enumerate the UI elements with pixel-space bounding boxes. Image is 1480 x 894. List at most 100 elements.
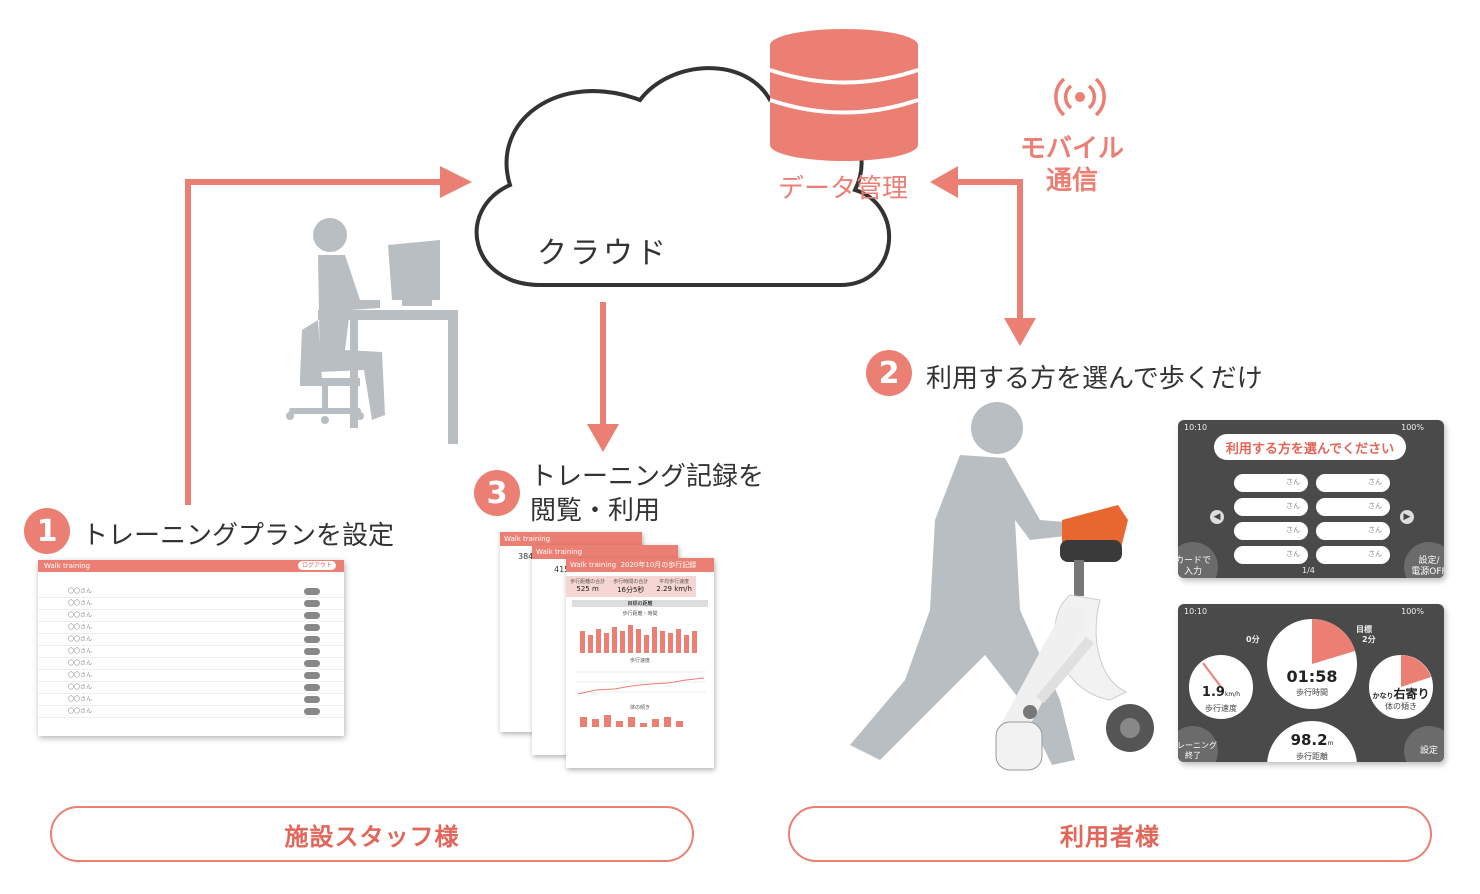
logout-button[interactable]: ログアウト xyxy=(297,561,336,570)
arrow-cloud-to-report-head xyxy=(587,424,619,452)
stat-time-value: 16分5秒 xyxy=(617,586,645,594)
row-edit-button[interactable] xyxy=(304,624,320,631)
table-row: 〇〇さん xyxy=(38,634,344,646)
tablet1-time: 10:10 xyxy=(1184,423,1208,432)
report-tilt-chart xyxy=(580,715,683,727)
table-row: 〇〇さん xyxy=(38,670,344,682)
report-back-value: 384 xyxy=(518,552,534,561)
stat-speed-value: 2.29 km/h xyxy=(656,585,692,593)
row-edit-button[interactable] xyxy=(304,600,320,607)
next-page-button[interactable]: ▶ xyxy=(1400,510,1414,524)
user-slot[interactable]: さん xyxy=(1316,498,1390,516)
report-section-distance: 歩行距離・時間 xyxy=(622,611,658,617)
signal-icon xyxy=(1054,77,1106,117)
walking-speed-gauge: 1.9km/h 歩行速度 xyxy=(1186,652,1256,722)
report-back-header: Walk training xyxy=(500,532,642,546)
user-slot[interactable]: さん xyxy=(1234,474,1308,492)
row-user-name: 〇〇さん xyxy=(68,672,93,679)
stat-speed-label: 平均歩行速度 xyxy=(659,579,690,585)
row-edit-button[interactable] xyxy=(304,636,320,643)
staff-silhouette xyxy=(286,218,458,444)
report-middle-header: Walk training xyxy=(532,545,678,559)
row-edit-button[interactable] xyxy=(304,612,320,619)
tablet2-time: 10:10 xyxy=(1184,607,1208,616)
distance-unit: m xyxy=(1327,740,1334,747)
row-user-name: 〇〇さん xyxy=(68,612,93,619)
webapp-header: Walk training ログアウト xyxy=(38,560,344,572)
walking-time-value: 01:58 xyxy=(1286,667,1338,686)
row-edit-button[interactable] xyxy=(304,696,320,703)
user-slot-suffix: さん xyxy=(1286,550,1300,558)
user-slot[interactable]: さん xyxy=(1234,522,1308,540)
row-user-name: 〇〇さん xyxy=(68,624,93,631)
user-slot-suffix: さん xyxy=(1368,478,1382,486)
user-slot-suffix: さん xyxy=(1368,502,1382,510)
step3-badge: 3 xyxy=(474,470,520,516)
row-user-name: 〇〇さん xyxy=(68,696,93,703)
arrow-staff-to-cloud-head xyxy=(440,166,472,198)
arrow-data-mobile xyxy=(950,179,1023,322)
report-brand: Walk training xyxy=(570,561,617,569)
speed-unit: km/h xyxy=(1224,691,1241,698)
step2-badge: 2 xyxy=(866,350,912,396)
user-slot[interactable]: さん xyxy=(1316,546,1390,564)
user-slot-suffix: さん xyxy=(1368,550,1382,558)
user-slot-suffix: さん xyxy=(1368,526,1382,534)
user-slot[interactable]: さん xyxy=(1316,474,1390,492)
table-row: 〇〇さん xyxy=(38,622,344,634)
settings-button[interactable]: 設定 xyxy=(1404,726,1444,762)
goal-label: 目標 xyxy=(1356,625,1372,634)
select-user-title: 利用する方を選んでください xyxy=(1214,434,1406,460)
walker-device xyxy=(995,505,1154,771)
row-edit-button[interactable] xyxy=(304,708,320,715)
end-training-button[interactable]: トレーニング 終了 xyxy=(1178,726,1218,762)
table-row: 〇〇さん xyxy=(38,706,344,718)
arrow-data-mobile-head-left xyxy=(930,166,958,198)
arrow-staff-to-cloud xyxy=(185,179,448,505)
row-edit-button[interactable] xyxy=(304,672,320,679)
row-edit-button[interactable] xyxy=(304,588,320,595)
report-section-speed: 歩行速度 xyxy=(629,658,650,664)
report-section-tilt: 体の傾き xyxy=(629,705,650,711)
webapp-table: 〇〇さん〇〇さん〇〇さん〇〇さん〇〇さん〇〇さん〇〇さん〇〇さん〇〇さん〇〇さん… xyxy=(38,572,344,718)
row-edit-button[interactable] xyxy=(304,648,320,655)
user-slot[interactable]: さん xyxy=(1316,522,1390,540)
user-slot[interactable]: さん xyxy=(1234,498,1308,516)
walking-speed-value: 1.9km/h xyxy=(1189,685,1253,700)
table-row: 〇〇さん xyxy=(38,658,344,670)
row-user-name: 〇〇さん xyxy=(68,660,93,667)
walking-time-label: 歩行時間 xyxy=(1296,688,1328,697)
settings-power-button[interactable]: 設定/ 電源OFF xyxy=(1404,542,1444,578)
step1-text: トレーニングプランを設定 xyxy=(82,521,395,551)
mobile-label-line2: 通信 xyxy=(1046,166,1099,196)
body-tilt-value: かなり右寄り xyxy=(1369,685,1433,702)
webapp-brand: Walk training xyxy=(44,562,91,570)
report-line-chart xyxy=(576,671,706,695)
row-user-name: 〇〇さん xyxy=(68,684,93,691)
table-row: 〇〇さん xyxy=(38,598,344,610)
stat-distance-value: 525 m xyxy=(576,585,599,593)
tilt-value: 右寄り xyxy=(1393,687,1430,701)
user-slot-suffix: さん xyxy=(1286,526,1300,534)
walking-time-gauge: 01:58 歩行時間 xyxy=(1264,616,1360,712)
walking-time-progress xyxy=(1312,619,1355,664)
tilt-prefix: かなり xyxy=(1372,692,1394,700)
prev-page-button[interactable]: ◀ xyxy=(1210,510,1224,524)
table-row: 〇〇さん xyxy=(38,610,344,622)
tablet-select-screen: 10:10 100% 利用する方を選んでください さん さん さん さん さん … xyxy=(1178,420,1444,578)
report-title: 2020年10月の歩行記録 xyxy=(620,561,697,569)
row-edit-button[interactable] xyxy=(304,660,320,667)
data-management-label: データ管理 xyxy=(778,174,909,204)
body-tilt-gauge: かなり右寄り 体の傾き xyxy=(1366,652,1436,722)
table-row: 〇〇さん xyxy=(38,694,344,706)
card-input-button[interactable]: カードで 入力 xyxy=(1178,542,1218,578)
row-edit-button[interactable] xyxy=(304,684,320,691)
row-user-name: 〇〇さん xyxy=(68,588,93,595)
user-slot[interactable]: さん xyxy=(1234,546,1308,564)
